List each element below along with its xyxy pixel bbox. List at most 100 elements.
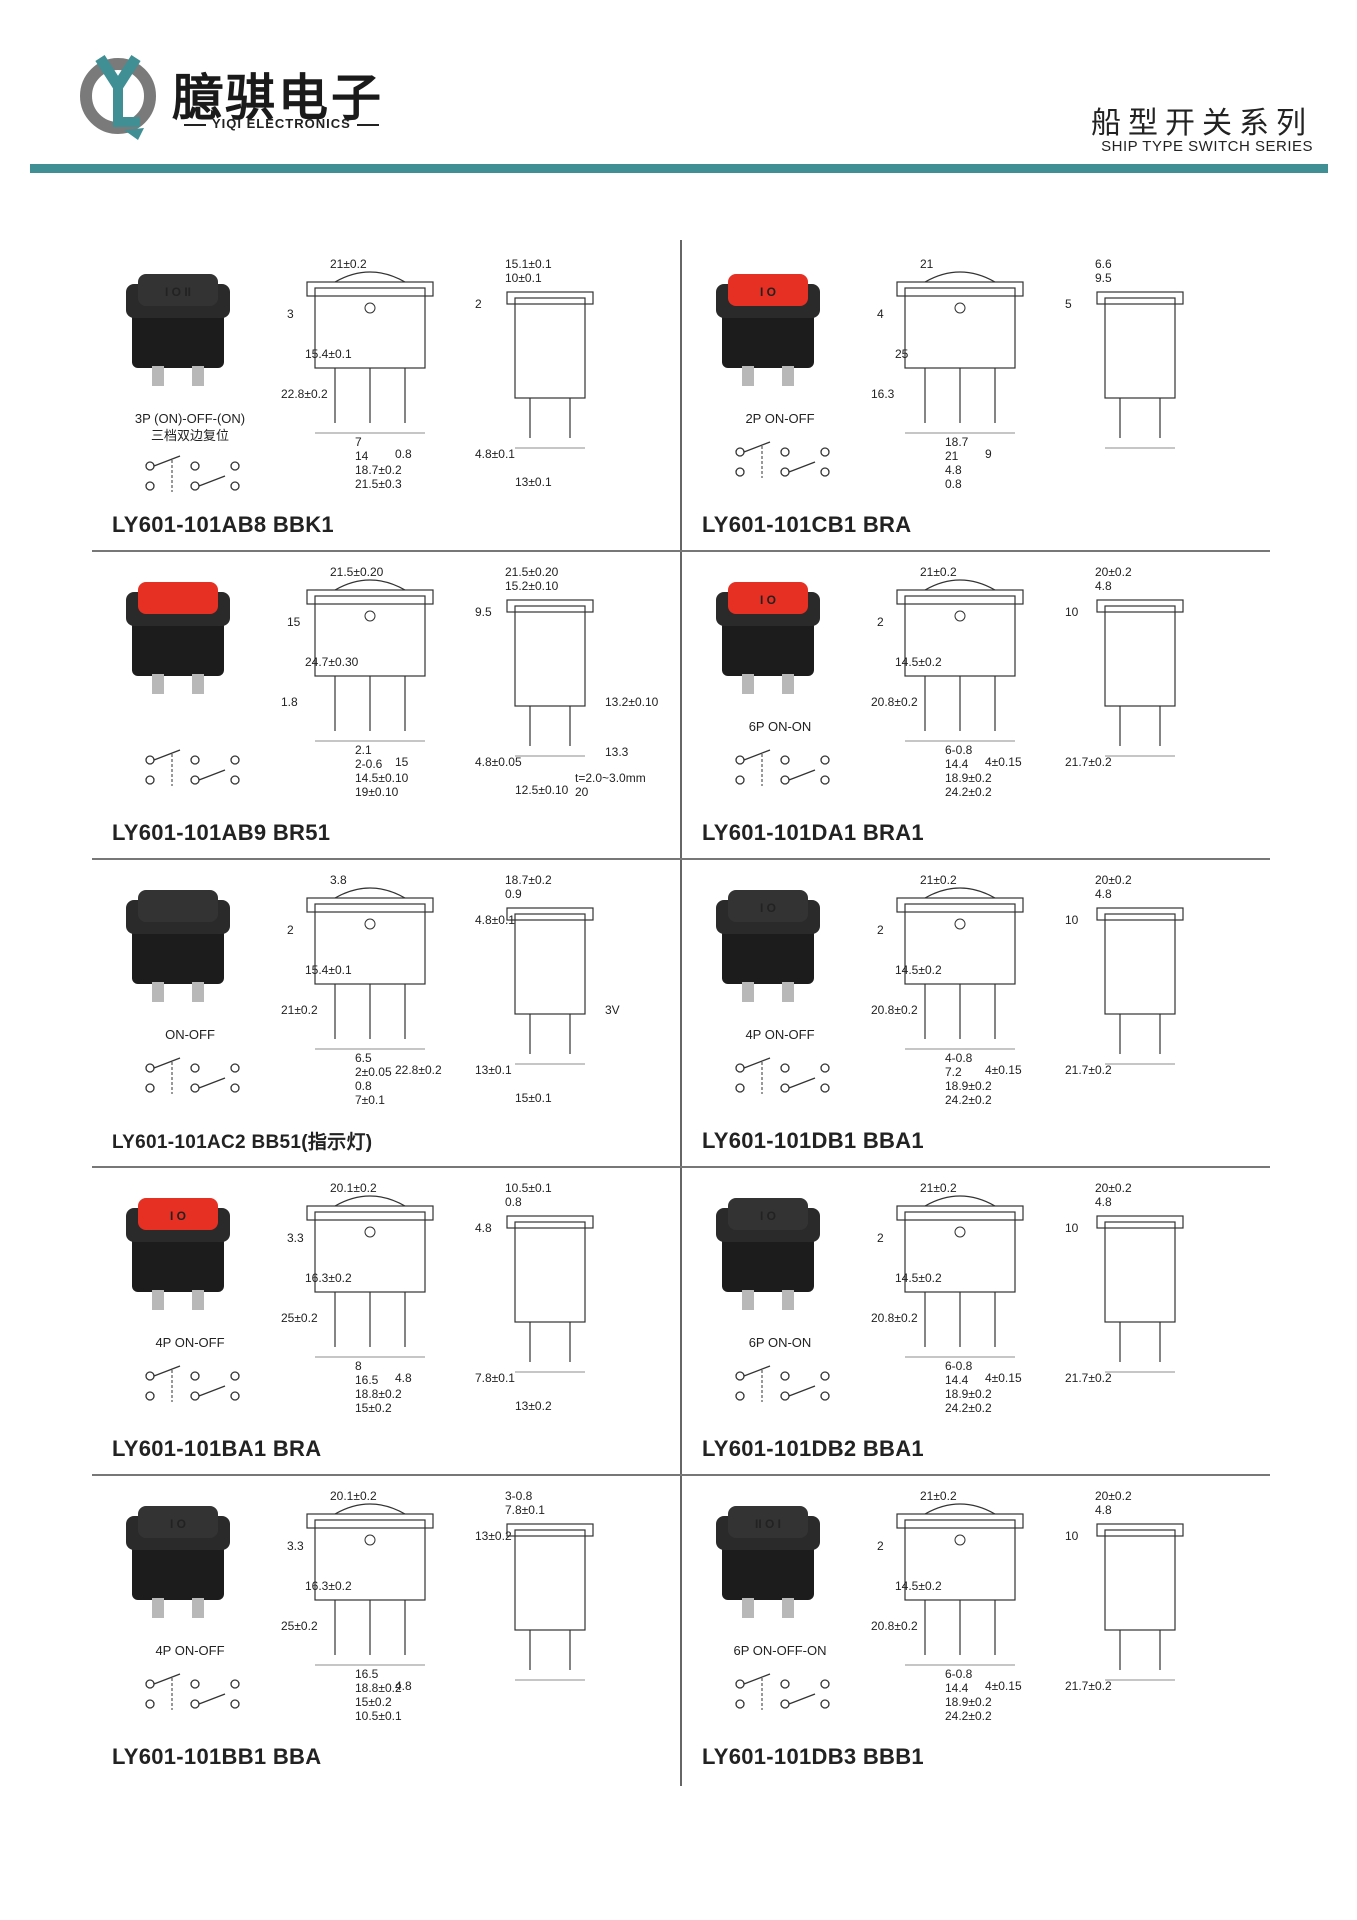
dimension-label: 18.9±0.2	[945, 771, 992, 785]
dimension-label: 4-0.8	[945, 1051, 973, 1065]
dimension-label: 15.1±0.1	[505, 257, 552, 271]
dimension-label: 3-0.8	[505, 1489, 533, 1503]
dimension-label: 18.9±0.2	[945, 1079, 992, 1093]
dimension-label: 10±0.1	[505, 271, 542, 285]
model-number: LY601-101BA1 BRA	[112, 1436, 322, 1461]
dimension-label: 3.3	[287, 1231, 304, 1245]
circuit-description-cn: 三档双边复位	[150, 428, 229, 443]
dimension-label: 21.7±0.2	[1065, 755, 1112, 769]
dimension-label: 10.5±0.1	[355, 1709, 402, 1723]
switch-photo: I O	[716, 1198, 820, 1310]
dimension-label: 10	[1065, 1529, 1079, 1543]
dimension-label: 4.8	[395, 1679, 412, 1693]
dimension-label: 22.8±0.2	[395, 1063, 442, 1077]
switch-mark: I O II	[165, 285, 191, 299]
dimension-label: 6-0.8	[945, 1359, 973, 1373]
dimension-drawing: 21±0.2220.8±0.214.5±0.24±0.156-0.814.418…	[871, 1181, 1184, 1415]
circuit-description: ON-OFF	[165, 1027, 215, 1042]
circuit-schematic-icon	[735, 1365, 830, 1402]
dimension-drawing: 20.1±0.23.325±0.216.3±0.24.8816.518.8±0.…	[281, 1181, 594, 1415]
dimension-label: 14.5±0.2	[895, 655, 942, 669]
dimension-label: 14.5±0.2	[895, 1271, 942, 1285]
dimension-label: 0.8	[945, 477, 962, 491]
dimension-label: 13±0.1	[515, 475, 552, 489]
dimension-drawing: 21±0.2322.8±0.215.4±0.10.871418.7±0.221.…	[281, 257, 594, 491]
row-divider	[92, 550, 1270, 552]
dimension-label: 20±0.2	[1095, 1181, 1132, 1195]
dimension-label: 2	[877, 923, 884, 937]
dimension-label: 3V	[605, 1003, 620, 1017]
series-title-en: SHIP TYPE SWITCH SERIES	[1101, 138, 1313, 155]
yiqi-logo-icon	[80, 55, 156, 140]
model-number: LY601-101AB8 BBK1	[112, 512, 334, 537]
dimension-label: 14.4	[945, 757, 969, 771]
switch-mark: I O	[760, 901, 776, 915]
dimension-label: 21.5±0.20	[505, 565, 559, 579]
dimension-label: 15.2±0.10	[505, 579, 559, 593]
row-divider	[92, 858, 1270, 860]
dimension-label: 21.5±0.20	[330, 565, 384, 579]
dimension-label: 20.8±0.2	[871, 1311, 918, 1325]
dimension-label: 15±0.1	[515, 1091, 552, 1105]
switch-mark: II O I	[755, 1517, 781, 1531]
dimension-label: 2	[877, 1539, 884, 1553]
dimension-drawing: 3.8221±0.215.4±0.122.8±0.26.52±0.050.87±…	[281, 873, 620, 1107]
dimension-label: 2	[877, 615, 884, 629]
dimension-label: 5	[1065, 297, 1072, 311]
dimension-label: 4.8	[1095, 1503, 1112, 1517]
switch-photo: I O	[716, 274, 820, 386]
dimension-label: 14.5±0.2	[895, 963, 942, 977]
dimension-label: 15±0.2	[355, 1695, 392, 1709]
dimension-label: 19±0.10	[355, 785, 399, 799]
dimension-label: 15	[287, 615, 301, 629]
circuit-description: 3P (ON)-OFF-(ON)	[134, 411, 246, 426]
dimension-label: 21±0.2	[920, 1181, 957, 1195]
dimension-label: 7±0.1	[355, 1093, 385, 1107]
dimension-drawing: 21.5±0.20151.824.7±0.30152.12-0.614.5±0.…	[281, 565, 659, 799]
dimension-label: 1.8	[281, 695, 298, 709]
dimension-label: t=2.0~3.0mm	[575, 771, 646, 785]
circuit-schematic-icon	[735, 1673, 830, 1710]
switch-mark: I O	[170, 1209, 186, 1223]
dimension-label: 9	[985, 447, 992, 461]
dimension-label: 16.3±0.2	[305, 1579, 352, 1593]
dimension-label: 18.9±0.2	[945, 1695, 992, 1709]
brand-name-en: YIQI ELECTRONICS	[178, 116, 385, 131]
switch-photo: I O	[716, 890, 820, 1002]
switch-photo: I O	[126, 1198, 230, 1310]
circuit-description: 4P ON-OFF	[155, 1643, 225, 1658]
dimension-label: 7.8±0.1	[475, 1371, 515, 1385]
circuit-description: 6P ON-OFF-ON	[733, 1643, 827, 1658]
switch-photo: I O II	[126, 274, 230, 386]
dimension-label: 4.8±0.05	[475, 755, 522, 769]
dimension-label: 2.1	[355, 743, 372, 757]
dimension-label: 15	[395, 755, 409, 769]
dimension-label: 13.3	[605, 745, 629, 759]
dimension-label: 8	[355, 1359, 362, 1373]
circuit-description: 6P ON-ON	[748, 719, 812, 734]
dimension-label: 2	[287, 923, 294, 937]
dimension-label: 4±0.15	[985, 1679, 1022, 1693]
series-title-cn: 船型开关系列	[1091, 106, 1313, 141]
dimension-label: 4±0.15	[985, 1371, 1022, 1385]
dimension-label: 6.6	[1095, 257, 1112, 271]
dimension-label: 0.9	[505, 887, 522, 901]
dimension-label: 24.2±0.2	[945, 1401, 992, 1415]
dimension-drawing: 20.1±0.23.325±0.216.3±0.24.816.518.8±0.2…	[281, 1489, 594, 1723]
dimension-label: 0.8	[395, 447, 412, 461]
dimension-label: 9.5	[1095, 271, 1112, 285]
dimension-label: 21.7±0.2	[1065, 1371, 1112, 1385]
circuit-description: 4P ON-OFF	[745, 1027, 815, 1042]
circuit-schematic-icon	[145, 1057, 240, 1094]
dimension-label: 24.2±0.2	[945, 1093, 992, 1107]
dimension-label: 4.8±0.1	[475, 447, 515, 461]
row-divider	[92, 1166, 1270, 1168]
model-number: LY601-101DB1 BBA1	[702, 1128, 924, 1153]
switch-mark: I O	[760, 1209, 776, 1223]
circuit-schematic-icon	[145, 749, 240, 786]
dimension-label: 20	[575, 785, 589, 799]
